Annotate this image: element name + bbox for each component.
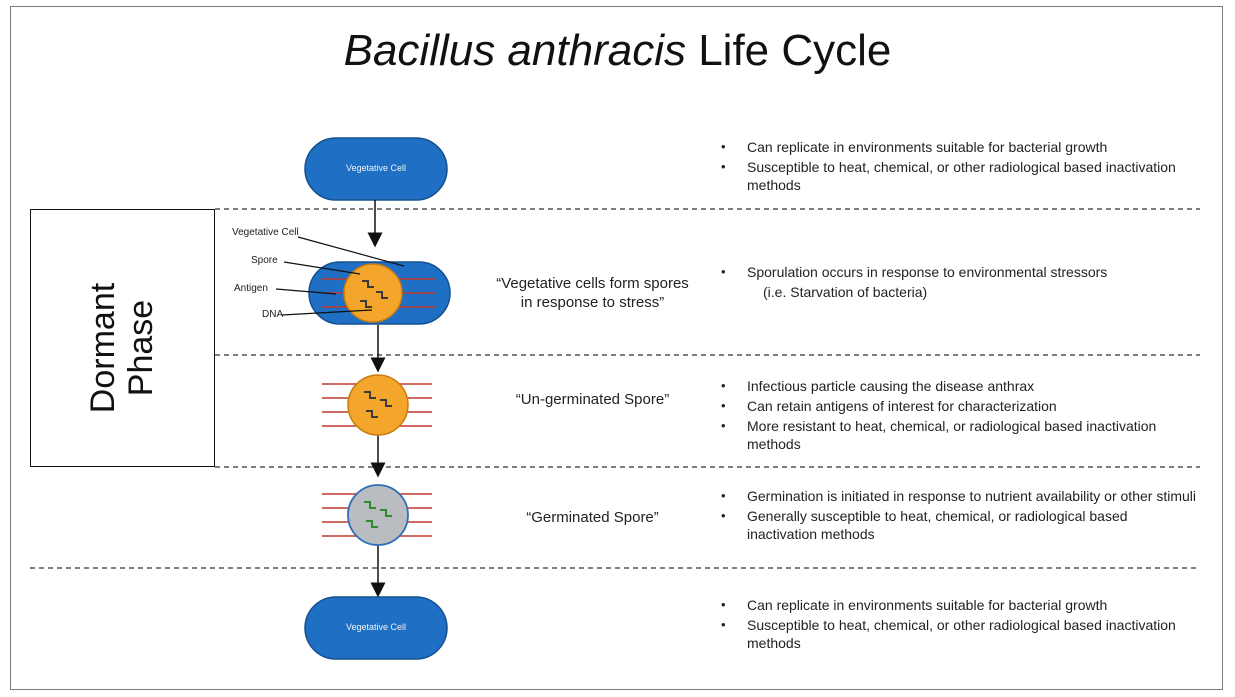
caption-germinated: “Germinated Spore” [526, 509, 659, 526]
vegetative-cell-bottom-label: Vegetative Cell [345, 622, 407, 632]
stage-1-bullets: Can replicate in environments suitable f… [717, 138, 1197, 196]
list-item: Susceptible to heat, chemical, or other … [717, 158, 1197, 194]
vegetative-cell-top-label: Vegetative Cell [345, 163, 407, 173]
page-title: Bacillus anthracis Life Cycle [0, 26, 1235, 76]
sporulating-cell [308, 261, 451, 325]
list-item: Generally susceptible to heat, chemical,… [717, 507, 1197, 543]
label-dna: DNA [262, 309, 284, 320]
list-item: More resistant to heat, chemical, or rad… [717, 417, 1187, 453]
list-item: Can retain antigens of interest for char… [717, 397, 1187, 415]
germinated-spore [322, 484, 432, 546]
list-item: Susceptible to heat, chemical, or other … [717, 616, 1187, 652]
slide-frame [10, 6, 1223, 690]
caption-sporulation: “Vegetative cells form spores in respons… [470, 274, 715, 312]
dormant-phase-label: Dormant Phase [84, 218, 160, 478]
list-item-note: (i.e. Starvation of bacteria) [763, 284, 928, 300]
pointer-spore [283, 261, 361, 275]
vegetative-cell-top [304, 137, 448, 201]
dormant-phase-box [30, 209, 215, 467]
list-item: Can replicate in environments suitable f… [717, 596, 1187, 614]
stage-4-bullets: Germination is initiated in response to … [717, 487, 1197, 545]
label-antigen: Antigen [234, 283, 268, 294]
list-item: Can replicate in environments suitable f… [717, 138, 1197, 156]
stage-2-bullets: Sporulation occurs in response to enviro… [717, 263, 1197, 303]
dormant-phase-line1: Dormant [84, 282, 122, 414]
title-species: Bacillus anthracis [343, 26, 686, 75]
stage-3-bullets: Infectious particle causing the disease … [717, 377, 1187, 455]
dormant-phase-line2: Phase [122, 299, 160, 397]
title-rest: Life Cycle [698, 26, 892, 75]
ungerminated-spore [322, 374, 432, 436]
stage-5-bullets: Can replicate in environments suitable f… [717, 596, 1187, 654]
label-vegetative-cell: Vegetative Cell [232, 227, 299, 238]
caption-ungerminated: “Un-germinated Spore” [515, 391, 670, 408]
list-item: Infectious particle causing the disease … [717, 377, 1187, 395]
pointer-antigen [275, 288, 337, 295]
vegetative-cell-bottom [304, 596, 448, 660]
caption-sporulation-line2: in response to stress” [520, 294, 665, 311]
caption-sporulation-line1: “Vegetative cells form spores [496, 275, 689, 292]
pointer-dna [281, 309, 373, 316]
list-item: Germination is initiated in response to … [717, 487, 1197, 505]
list-item: Sporulation occurs in response to enviro… [717, 263, 1197, 281]
label-spore: Spore [251, 255, 278, 266]
pointer-vegetative-cell [297, 236, 405, 267]
